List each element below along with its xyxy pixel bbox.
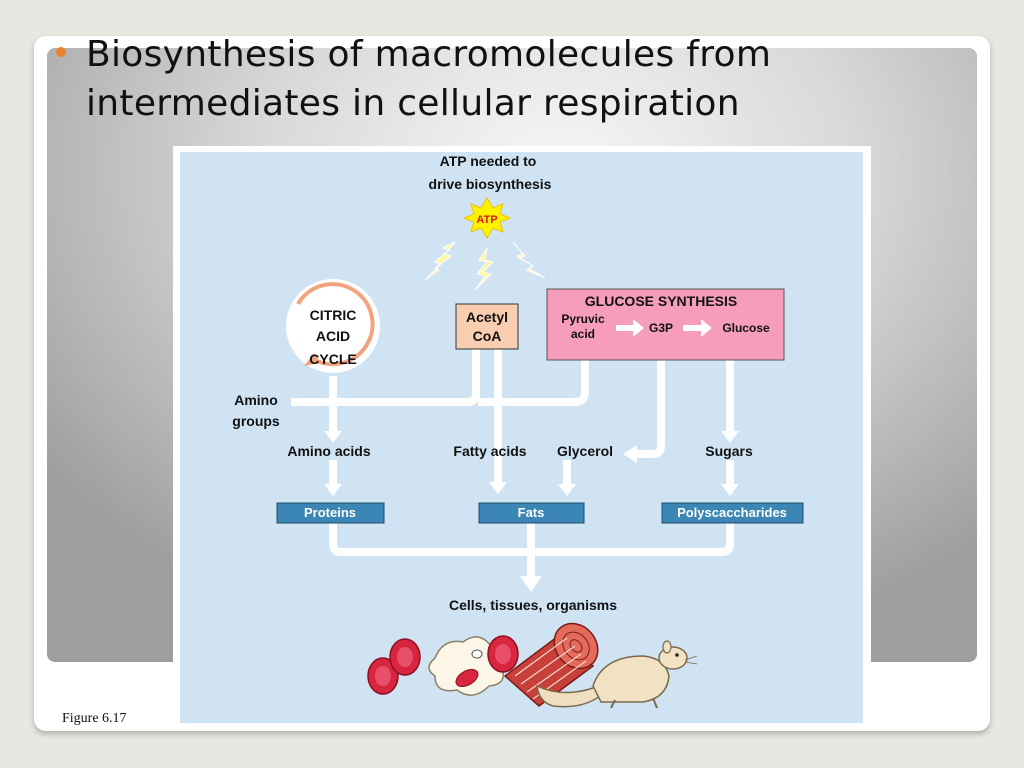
citric-label-line-2: ACID <box>316 328 350 344</box>
slide-title: Biosynthesis of macromolecules from inte… <box>86 30 946 128</box>
figure-6-17: ATP CITRIC ACID CYCLE Acetyl CoA GLUCOSE… <box>173 146 871 731</box>
atp-star-icon <box>462 197 512 239</box>
amino-groups-line-1: Amino <box>234 392 278 408</box>
white-cells-icon <box>428 635 519 696</box>
arrowhead-proteins <box>324 484 342 496</box>
muscle-tissue-icon <box>503 622 599 707</box>
amino-groups-line-2: groups <box>232 413 280 429</box>
figure-caption: Figure 6.17 <box>62 711 127 726</box>
atp-label: ATP <box>476 214 497 226</box>
diagram-background <box>180 152 863 723</box>
arrow-pyruvic-branch <box>478 360 589 406</box>
fats-box <box>478 502 585 524</box>
arrow-amino-groups-acetyl <box>291 349 480 406</box>
lightning-right-icon <box>512 241 546 279</box>
citric-cycle-arrow-icon <box>296 282 375 367</box>
citric-cycle-arrowhead <box>304 353 320 366</box>
proteins-label: Proteins <box>304 505 356 520</box>
slide-title-line-1: Biosynthesis of macromolecules from <box>86 34 772 75</box>
acetyl-coa-box <box>455 303 519 350</box>
g3p-to-glucose-arrow-icon <box>683 319 712 337</box>
flow-arrows <box>291 346 734 578</box>
glucose-synthesis-title: GLUCOSE SYNTHESIS <box>585 293 737 309</box>
slide-title-line-2: intermediates in cellular respiration <box>86 83 740 124</box>
arrow-heads <box>324 431 739 592</box>
biosynthesis-diagram: ATP CITRIC ACID CYCLE Acetyl CoA GLUCOSE… <box>180 152 863 723</box>
atp-note-line-2: drive biosynthesis <box>429 176 552 192</box>
citric-acid-cycle-disc <box>286 279 380 373</box>
bullet-icon <box>56 47 66 57</box>
polysaccharides-label: Polyscaccharides <box>677 505 787 520</box>
fatty-acids-label: Fatty acids <box>453 443 526 459</box>
polysaccharides-box <box>661 502 804 524</box>
amino-acids-label: Amino acids <box>287 443 370 459</box>
acetyl-label-line-1: Acetyl <box>466 309 508 325</box>
proteins-box <box>276 502 385 524</box>
glucose-label: Glucose <box>722 321 770 335</box>
arrowhead-polysaccharides <box>721 484 739 496</box>
citric-label-line-1: CITRIC <box>310 307 357 323</box>
arrow-g3p-to-glycerol <box>635 346 665 458</box>
glycerol-label: Glycerol <box>557 443 613 459</box>
red-blood-cells-icon <box>367 638 421 695</box>
cells-tissues-label: Cells, tissues, organisms <box>449 597 617 613</box>
sugars-label: Sugars <box>705 443 753 459</box>
arrowhead-sugars <box>721 431 739 443</box>
citric-label-line-3: CYCLE <box>309 351 356 367</box>
squirrel-icon <box>536 640 698 709</box>
glucose-synthesis-box <box>546 288 785 361</box>
fats-label: Fats <box>518 505 545 520</box>
arrowhead-glycerol <box>623 445 637 463</box>
g3p-label: G3P <box>649 321 673 335</box>
atp-note-line-1: ATP needed to <box>440 153 537 169</box>
pyruvic-label-line-2: acid <box>571 327 595 341</box>
lightning-center-icon <box>474 247 494 291</box>
arrowhead-fatty-acids <box>489 482 507 494</box>
pyruvic-to-g3p-arrow-icon <box>616 319 644 337</box>
pyruvic-label-line-1: Pyruvic <box>561 312 605 326</box>
arrowhead-amino-acids <box>324 431 342 443</box>
lightning-left-icon <box>424 241 456 281</box>
arrowhead-cells <box>520 576 542 592</box>
acetyl-label-line-2: CoA <box>473 328 502 344</box>
arrowhead-fats <box>558 484 576 496</box>
lightning-bolts <box>424 241 546 291</box>
